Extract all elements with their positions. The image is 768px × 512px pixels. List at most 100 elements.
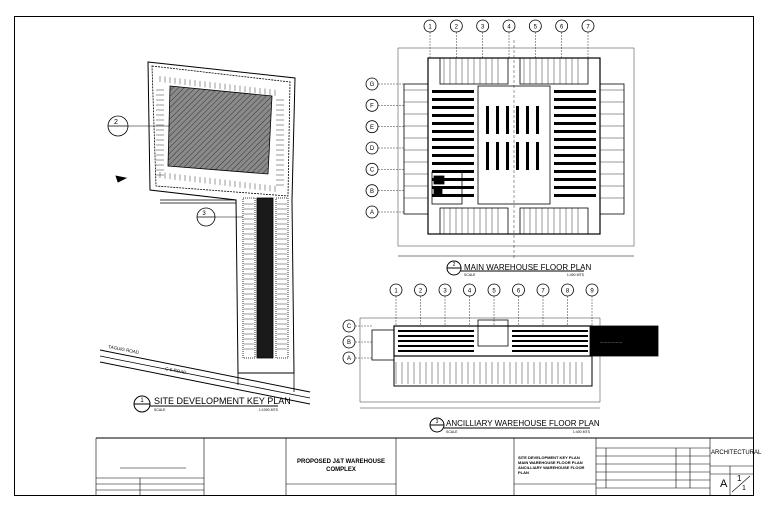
rack-col bbox=[536, 142, 539, 170]
title-block bbox=[95, 437, 754, 496]
discipline-label: ARCHITECTURAL bbox=[711, 450, 762, 456]
rack-row bbox=[554, 122, 596, 125]
site-plan-title-block bbox=[133, 395, 278, 413]
ancillary-warehouse-plan bbox=[359, 317, 659, 409]
rack-row bbox=[432, 130, 474, 133]
sheet-contents: SITE DEVELOPMENT KEY PLAN MAIN WAREHOUSE… bbox=[518, 455, 596, 475]
main-plan-title-block bbox=[446, 260, 584, 276]
anc-rack-row bbox=[398, 335, 474, 337]
sheet-contents-line-2: MAIN WAREHOUSE FLOOR PLAN bbox=[518, 460, 583, 465]
rack-row bbox=[432, 146, 474, 149]
anc-grid-label-col: 6 bbox=[517, 289, 521, 295]
project-title: PROPOSED J&T WAREHOUSE COMPLEX bbox=[285, 458, 397, 474]
rack-col bbox=[496, 142, 499, 170]
anc-grid-label-col: 8 bbox=[566, 289, 570, 295]
anc-rack-row bbox=[398, 330, 474, 332]
sheet-contents-line-1: SITE DEVELOPMENT KEY PLAN bbox=[518, 455, 580, 460]
rack-col bbox=[486, 142, 489, 170]
ancillary-plan-scale-label: SCALE bbox=[446, 430, 458, 434]
grid-label-col: 5 bbox=[534, 25, 538, 31]
anc-rack-row bbox=[398, 350, 474, 352]
ancillary-warehouse-racks bbox=[395, 330, 588, 384]
ancillary-plan-title: ANCILLIARY WAREHOUSE FLOOR PLAN bbox=[446, 419, 600, 428]
ancillary-dark-annex bbox=[589, 325, 659, 357]
rack-col bbox=[486, 106, 489, 134]
rack-row bbox=[432, 162, 474, 165]
road-label-1: TAGUIG ROAD bbox=[108, 344, 140, 355]
rack-row bbox=[432, 106, 474, 109]
grid-label-col: 1 bbox=[428, 25, 432, 31]
grid-label-row: E bbox=[370, 125, 374, 131]
road-label-2: C-5 ROAD bbox=[165, 366, 188, 375]
rack-row bbox=[554, 106, 596, 109]
site-callout-2-label: 2 bbox=[114, 119, 118, 126]
grid-label-row: G bbox=[370, 82, 375, 88]
anc-rack-row bbox=[512, 335, 588, 337]
rack-row bbox=[554, 90, 596, 93]
main-warehouse-racks bbox=[404, 58, 624, 234]
site-ancillary-building bbox=[256, 197, 274, 359]
site-parking-stalls bbox=[156, 76, 287, 350]
anc-grid-label-row: A bbox=[347, 356, 351, 362]
rack-row bbox=[554, 154, 596, 157]
grid-label-col: 2 bbox=[455, 25, 459, 31]
anc-rack-row bbox=[398, 340, 474, 342]
project-title-line-1: PROPOSED J&T WAREHOUSE bbox=[296, 459, 385, 465]
main-plan-scale: 1:400 MTS bbox=[567, 273, 585, 277]
site-plan-title: SITE DEVELOPMENT KEY PLAN bbox=[154, 396, 291, 406]
rack-row bbox=[554, 186, 596, 189]
rack-row bbox=[432, 90, 474, 93]
grid-label-row: A bbox=[370, 210, 374, 216]
rack-row bbox=[554, 130, 596, 133]
grid-label-row: D bbox=[370, 146, 375, 152]
rack-col bbox=[526, 106, 529, 134]
sheet-total: 1 bbox=[742, 485, 746, 492]
rack-row bbox=[432, 154, 474, 157]
site-main-building bbox=[167, 85, 273, 175]
main-plan-scale-label: SCALE bbox=[464, 273, 476, 277]
rack-row bbox=[554, 170, 596, 173]
anc-rack-row bbox=[512, 345, 588, 347]
rack-row bbox=[554, 162, 596, 165]
rack-row bbox=[554, 146, 596, 149]
rack-row bbox=[432, 186, 474, 189]
rack-row bbox=[554, 98, 596, 101]
site-callout-3-label: 3 bbox=[202, 211, 206, 217]
grid-label-row: F bbox=[370, 104, 374, 110]
grid-label-row: C bbox=[370, 168, 375, 174]
rack-col bbox=[516, 106, 519, 134]
rack-row bbox=[432, 122, 474, 125]
rack-row bbox=[432, 170, 474, 173]
sheet-number: 1 bbox=[737, 474, 742, 483]
project-title-line-2: COMPLEX bbox=[326, 467, 356, 473]
rack-row bbox=[432, 194, 474, 197]
anc-rack-row bbox=[512, 350, 588, 352]
rack-row bbox=[554, 194, 596, 197]
site-plan-scale: 1:1000 MTS bbox=[259, 408, 279, 412]
grid-label-row: B bbox=[370, 189, 374, 195]
main-plan-title: MAIN WAREHOUSE FLOOR PLAN bbox=[464, 263, 592, 272]
rack-col bbox=[526, 142, 529, 170]
anc-rack-row bbox=[512, 340, 588, 342]
sheet-letter: A bbox=[720, 478, 728, 490]
anc-grid-label-col: 4 bbox=[468, 289, 472, 295]
grid-label-col: 3 bbox=[481, 25, 485, 31]
grid-label-col: 7 bbox=[586, 25, 590, 31]
sheet-contents-line-3: ANCILLIARY WAREHOUSE FLOOR PLAN bbox=[518, 465, 585, 475]
rack-col bbox=[536, 106, 539, 134]
site-plan bbox=[99, 61, 311, 405]
grid-label-col: 6 bbox=[560, 25, 564, 31]
rack-col bbox=[506, 106, 509, 134]
anc-grid-label-col: 3 bbox=[443, 289, 447, 295]
anc-grid-label-col: 9 bbox=[590, 289, 594, 295]
anc-grid-label-col: 1 bbox=[394, 289, 398, 295]
anc-grid-label-row: B bbox=[347, 340, 351, 346]
anc-rack-row bbox=[398, 345, 474, 347]
rack-row bbox=[432, 98, 474, 101]
rack-col bbox=[506, 142, 509, 170]
ancillary-plan-number: 3 bbox=[436, 419, 439, 425]
anc-grid-label-col: 2 bbox=[419, 289, 423, 295]
